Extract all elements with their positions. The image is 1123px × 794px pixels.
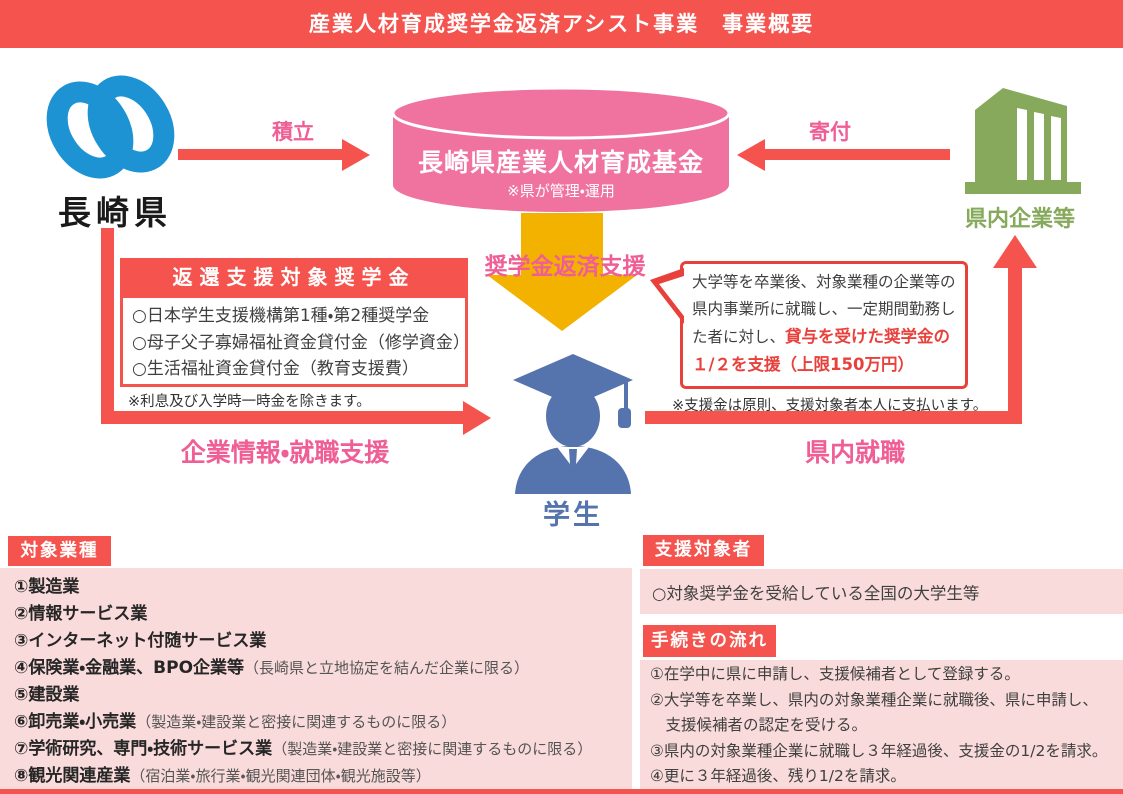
- procedure-header-tab: 手続きの流れ: [643, 625, 776, 657]
- industry-item: ④保険業・金融業、BPO企業等（長崎県と立地協定を結んだ企業に限る）: [14, 658, 530, 678]
- local-employment-label: 県内就職: [804, 438, 905, 467]
- graduate-student-icon: [513, 354, 633, 494]
- procedure-panel: ①在学中に県に申請し、支援候補者として登録する。 ②大学等を卒業し、県内の対象業…: [640, 660, 1123, 789]
- repayment-support-label: 奨学金返済支援: [484, 254, 646, 280]
- procedure-step: 支援候補者の認定を受ける。: [650, 716, 868, 734]
- job-support-arrow-vertical: [101, 228, 114, 418]
- repayment-arrow-head: [487, 275, 637, 331]
- office-building-icon: [965, 88, 1081, 194]
- fund-note: ※県が管理・運用: [507, 182, 615, 200]
- scholarship-note: ※利息及び入学時一時金を除きます。: [128, 394, 371, 410]
- cylinder-shape: [391, 86, 731, 212]
- eligible-header-tab: 支援対象者: [643, 535, 764, 566]
- repayment-arrow-body: [521, 213, 603, 275]
- deposit-arrow-shaft: [178, 149, 342, 160]
- companies-label: 県内企業等: [964, 207, 1075, 232]
- scholarship-item: ○日本学生支援機構第1種・第2種奨学金: [132, 306, 430, 326]
- scholarship-item: ○母子父子寡婦福祉資金貸付金（修学資金）: [132, 332, 470, 353]
- procedure-step: ④更に３年経過後、残り1/2を請求。: [650, 767, 906, 785]
- eligible-body: ○対象奨学金を受給している全国の大学生等: [652, 583, 980, 603]
- deposit-arrow-label: 積立: [272, 120, 314, 144]
- donation-arrow-label: 寄付: [809, 120, 851, 144]
- donation-arrow-shaft: [764, 149, 950, 160]
- student-label: 学生: [543, 500, 603, 531]
- fund-cylinder: 長崎県産業人材育成基金 ※県が管理・運用: [390, 85, 732, 215]
- industry-item: ⑦学術研究、専門・技術サービス業（製造業・建設業と密接に関連するものに限る）: [14, 739, 593, 759]
- bottom-accent-strip: [0, 789, 1123, 794]
- procedure-step: ③県内の対象業種企業に就職し３年経過後、支援金の1/2を請求。: [650, 741, 1108, 760]
- job-support-arrow-shaft: [101, 411, 463, 424]
- employment-arrow-vertical: [1008, 266, 1022, 424]
- bubble-note: ※支援金は原則、支援対象者本人に支払います。: [672, 398, 988, 414]
- industry-item: ②情報サービス業: [14, 604, 148, 624]
- employment-arrow-head: [993, 235, 1037, 268]
- employment-arrow-shaft: [645, 411, 1022, 424]
- scholarship-box-body: ○日本学生支援機構第1種・第2種奨学金 ○母子父子寡婦福祉資金貸付金（修学資金）…: [120, 295, 470, 387]
- title-banner: 産業人材育成奨学金返済アシスト事業 事業概要: [0, 0, 1123, 48]
- scholarship-item: ○生活福祉資金貸付金（教育支援費）: [132, 359, 419, 379]
- industry-item: ③インターネット付随サービス業: [14, 631, 267, 651]
- procedure-step: ①在学中に県に申請し、支援候補者として登録する。: [650, 665, 1020, 683]
- industries-panel: ①製造業 ②情報サービス業 ③インターネット付随サービス業 ④保険業・金融業、B…: [0, 568, 632, 789]
- bubble-highlight: 貸与を受けた奨学金の１/２を支援（上限150万円）: [692, 327, 951, 374]
- industry-item: ⑤建設業: [14, 685, 80, 705]
- job-support-arrow-head: [463, 401, 491, 435]
- industry-item: ①製造業: [14, 577, 80, 597]
- deposit-arrow-head: [342, 139, 370, 171]
- industries-header-tab: 対象業種: [8, 536, 111, 566]
- bubble-tail-fill: [659, 275, 687, 320]
- support-condition-bubble: 大学等を卒業後、対象業種の企業等の県内事業所に就職し、一定期間勤務した者に対し、…: [680, 261, 968, 389]
- donation-arrow-head: [737, 139, 765, 171]
- job-support-label: 企業情報・就職支援: [180, 438, 390, 467]
- nagasaki-prefecture-logo-icon: [46, 75, 175, 179]
- procedure-step: ②大学等を卒業し、県内の対象業種企業に就職後、県に申請し、: [650, 690, 1098, 709]
- fund-title: 長崎県産業人材育成基金: [417, 148, 704, 177]
- industry-item: ⑧観光関連産業（宿泊業・旅行業・観光関連団体・観光施設等）: [14, 766, 431, 786]
- eligible-panel: ○対象奨学金を受給している全国の大学生等: [640, 569, 1123, 614]
- industry-item: ⑥卸売業・小売業（製造業・建設業と密接に関連するものに限る）: [14, 712, 457, 732]
- bubble-text: 大学等を卒業後、対象業種の企業等の県内事業所に就職し、一定期間勤務した者に対し、: [692, 273, 956, 346]
- page-title: 産業人材育成奨学金返済アシスト事業 事業概要: [308, 12, 815, 36]
- scholarship-box-header: 返還支援対象奨学金: [120, 258, 468, 295]
- prefecture-label: 長崎県: [58, 193, 172, 232]
